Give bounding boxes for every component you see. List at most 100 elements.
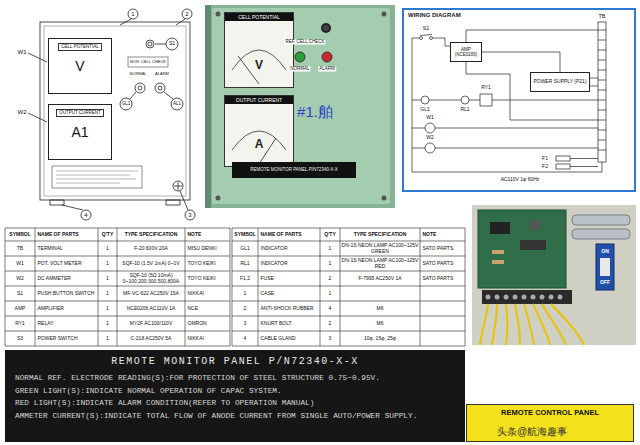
panel-photo xyxy=(224,95,294,167)
panel-drawing xyxy=(56,175,130,176)
panel-drawing xyxy=(180,191,188,210)
wiring-schematic xyxy=(429,100,461,101)
board-photo xyxy=(478,210,566,288)
parts-table xyxy=(5,228,230,346)
panel-text: NORMAL xyxy=(289,67,310,72)
panel-drawing xyxy=(158,86,162,90)
watermark: 头条@航海趣事 xyxy=(497,426,567,437)
table-cell: RY1 xyxy=(6,317,34,331)
board-photo xyxy=(492,250,504,254)
panel-drawing xyxy=(120,98,132,110)
callout-number: 2 xyxy=(185,11,188,18)
wiring-schematic xyxy=(412,38,420,39)
table-cell: F1,2 xyxy=(233,272,257,286)
table-cell: MY2F AC100/110V xyxy=(118,317,184,331)
meter-outline: OUTPUT CURRENTA1 xyxy=(48,104,112,160)
part-symbol: GL1 xyxy=(420,107,429,113)
board-photo xyxy=(572,215,630,225)
part-symbol: W2 xyxy=(426,135,434,141)
table-cell: MF-VC-622 AC250V 15A xyxy=(118,287,184,301)
table-cell: M6 xyxy=(341,302,419,316)
table-cell: 1 xyxy=(99,302,116,316)
node-text: RED LIGHT(S):INDICATE ALARM CONDITION(RE… xyxy=(15,398,455,409)
board-photo xyxy=(486,295,491,300)
wiring-schematic xyxy=(412,38,602,172)
table-cell: 1 xyxy=(99,317,116,331)
panel-drawing xyxy=(130,92,136,99)
instruction-plate: REMOTE MONITOR PANEL P/N72340-X-XNORMAL … xyxy=(5,350,465,442)
table-cell: W1 xyxy=(6,257,34,271)
table-cell: POWER SWITCH xyxy=(36,332,97,346)
table-cell: FUSE xyxy=(259,272,319,286)
panel-drawing xyxy=(40,22,190,200)
table-cell: SQF-10 (5Ω 10mA) 0~100,200,300,500,800A xyxy=(118,272,184,286)
panel-drawing xyxy=(155,83,165,93)
wiring-schematic xyxy=(469,100,480,101)
parts-table xyxy=(232,228,465,346)
wiring-schematic xyxy=(421,96,429,104)
board-photo xyxy=(530,220,540,230)
table-cell: CASE xyxy=(259,287,319,301)
handwriting: #1.舶 xyxy=(297,104,333,121)
panel-drawing xyxy=(178,182,179,190)
wiring-schematic xyxy=(556,164,570,169)
wiring-schematic xyxy=(435,128,598,129)
table-cell: SATO PARTS xyxy=(421,242,464,256)
table-header: SYMBOL xyxy=(233,229,257,241)
wiring-schematic xyxy=(556,156,570,161)
board-photo xyxy=(572,229,630,239)
wiring-schematic xyxy=(466,62,598,120)
part-symbol: S1 xyxy=(169,41,175,47)
node-heading: WIRING DIAGRAM xyxy=(404,10,465,21)
node-text: AMMETER CURRENT(S):INDICATE TOTAL FLOW O… xyxy=(15,411,455,422)
panel-drawing xyxy=(50,200,64,205)
table-cell: TERMINAL xyxy=(36,242,97,256)
board-photo xyxy=(540,295,545,300)
table-header: NOTE xyxy=(421,229,464,241)
table-cell: AMPLIFIER xyxy=(36,302,97,316)
table-header: TYPE SPECIFICATION xyxy=(341,229,419,241)
board-photo xyxy=(495,295,500,300)
table-cell: MISU DENKI xyxy=(186,242,229,256)
table-cell: M6 xyxy=(341,317,419,331)
table-cell: 1 xyxy=(99,257,116,271)
table-cell: 1 xyxy=(99,287,116,301)
wiring-schematic xyxy=(590,78,598,86)
table-cell: NIKKAI xyxy=(186,287,229,301)
board-photo xyxy=(482,290,572,304)
board-photo xyxy=(472,205,636,345)
wiring-schematic xyxy=(433,38,451,46)
table-cell: 10φ, 15φ, 25φ xyxy=(341,332,419,346)
panel-text: NORMAL xyxy=(129,72,146,76)
panel-drawing xyxy=(62,205,83,210)
table-cell: TOYO KEIKI xyxy=(186,257,229,271)
table-cell: POT. VOLT METER xyxy=(36,257,97,271)
table-header: Q'TY xyxy=(321,229,339,241)
wiring-schematic xyxy=(425,123,435,133)
node-text: NORMAL REF. ELECTRODE READING(S):FOR PRO… xyxy=(15,373,455,384)
node-heading: REMOTE CONTROL PANEL xyxy=(467,405,633,417)
panel-drawing xyxy=(155,44,166,45)
wiring-schematic xyxy=(480,94,492,106)
table-cell: 1 xyxy=(321,242,339,256)
panel-photo xyxy=(382,12,387,17)
panel-drawing xyxy=(128,57,168,67)
table-cell: 2 xyxy=(233,302,257,316)
table-cell: AMP xyxy=(6,302,34,316)
table-cell: 3 xyxy=(233,317,257,331)
panel-drawing xyxy=(146,40,154,48)
panel-drawing xyxy=(28,53,47,62)
table-cell: 1 xyxy=(321,257,339,271)
board-photo xyxy=(480,304,584,345)
panel-text: REF. CELL CHECK xyxy=(284,40,325,45)
table-cell: CABLE GLAND xyxy=(259,332,319,346)
table-cell: NIKKAI xyxy=(186,332,229,346)
node-heading: OUTPUT CURRENT xyxy=(56,109,104,117)
panel-photo xyxy=(205,5,395,208)
table-cell: 1 xyxy=(321,287,339,301)
callout-number: 4 xyxy=(84,212,87,219)
node-text: V xyxy=(49,59,111,74)
panel-text: ALARM xyxy=(155,72,169,76)
board-photo xyxy=(549,295,554,300)
part-symbol: W1 xyxy=(426,115,434,121)
